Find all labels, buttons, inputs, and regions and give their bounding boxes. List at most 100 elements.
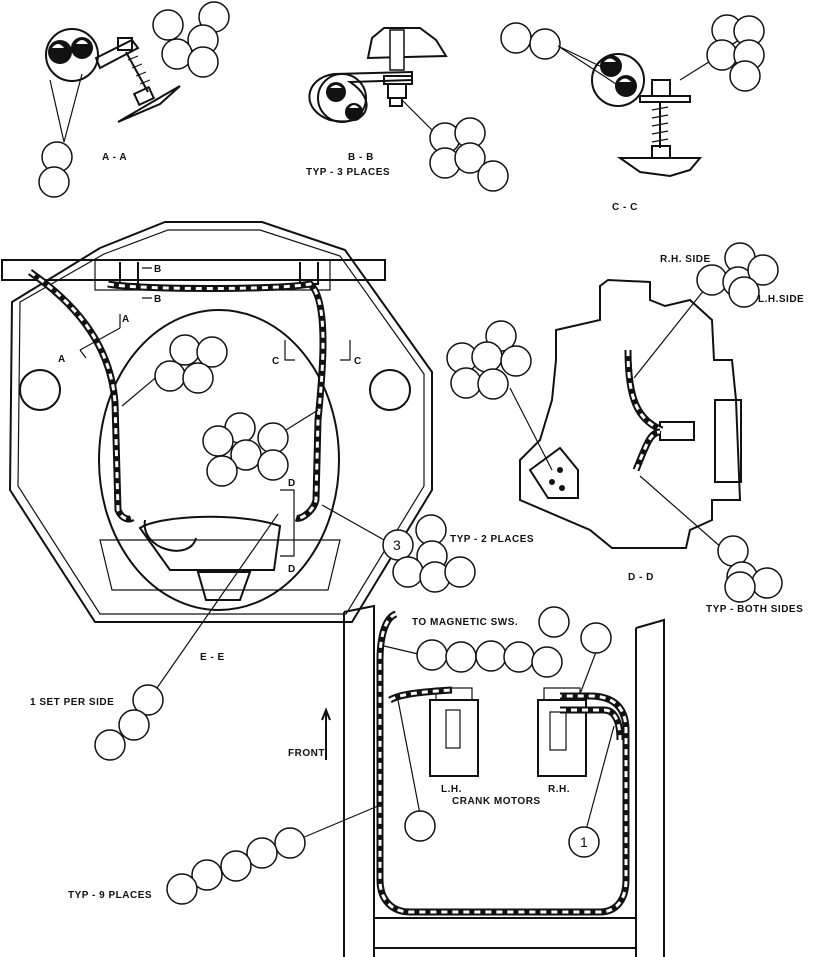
bolt-end	[389, 97, 403, 107]
side-port	[19, 369, 61, 411]
leader-line	[639, 475, 723, 549]
cable-section-dark	[326, 82, 346, 102]
leader-line	[397, 699, 421, 815]
detail-bb: B - B TYP - 3 PLACES	[306, 27, 509, 192]
callout-bubble	[724, 571, 756, 603]
callout-bubble	[445, 641, 477, 673]
callout-number-1: 1	[580, 834, 588, 850]
callout-bubble	[152, 9, 184, 41]
note-front: FRONT	[288, 748, 325, 759]
callout-bubble	[132, 684, 164, 716]
harness-left	[27, 269, 135, 523]
cable-section-dark	[615, 75, 637, 97]
leader-line	[509, 387, 553, 471]
typ-9-places-callout: TYP - 9 PLACES	[68, 805, 379, 905]
section-mark-a: A	[58, 354, 66, 365]
callout-bubble	[246, 837, 278, 869]
note-lh-side: L.H.SIDE	[758, 294, 804, 305]
callout-bubble	[706, 39, 738, 71]
housing-outline	[8, 221, 433, 623]
callout-bubble	[257, 422, 289, 454]
view-ee: A A B B C C D D E - E	[1, 221, 433, 663]
top-rail	[1, 259, 386, 281]
section-mark-b: B	[154, 264, 162, 275]
section-note-bb: TYP - 3 PLACES	[306, 167, 390, 178]
typ-2-places-callout: 3 TYP - 2 PLACES	[321, 504, 534, 593]
section-marker-b	[142, 267, 152, 299]
callout-bubble	[538, 606, 570, 638]
mounting-surface	[366, 27, 448, 60]
callout-bubble	[416, 639, 448, 671]
callout-bubble	[38, 166, 70, 198]
callout-bubble	[471, 341, 503, 373]
cross-member	[138, 515, 282, 571]
section-mark-d: D	[288, 478, 296, 489]
note-typ-both-sides: TYP - BOTH SIDES	[706, 604, 803, 615]
callout-bubble	[580, 622, 612, 654]
svg-text:B: B	[154, 294, 162, 305]
label-crank-motors: CRANK MOTORS	[452, 796, 541, 807]
callout-bubble	[220, 850, 252, 882]
label-lh: L.H.	[441, 784, 462, 795]
svg-text:C: C	[354, 356, 362, 367]
front-arrow: FRONT	[288, 707, 331, 760]
crank-motor-view: L.H. R.H. CRANK MOTORS TO MAGNETIC SWS. …	[343, 604, 665, 957]
mount-bracket	[528, 446, 579, 499]
callout-bubble	[191, 859, 223, 891]
callout-bubble	[529, 28, 561, 60]
callout-bubble	[454, 142, 486, 174]
callout-bubble	[477, 160, 509, 192]
leader-line	[121, 373, 161, 407]
section-marker-a	[79, 314, 121, 359]
side-port	[369, 369, 411, 411]
clamp-loop	[45, 28, 99, 82]
callout-bubble	[187, 46, 219, 78]
callout-bubble	[169, 334, 201, 366]
note-rh-side: R.H. SIDE	[660, 254, 711, 265]
bolt	[389, 29, 405, 71]
callout-number-3: 3	[393, 537, 401, 553]
mounting-surface	[117, 85, 181, 123]
leader-line	[585, 725, 615, 831]
callout-bubble	[444, 556, 476, 588]
detail-aa: A - A	[38, 1, 230, 198]
section-label-aa: A - A	[102, 152, 127, 163]
callout-bubble	[94, 729, 126, 761]
callout-bubble	[729, 60, 761, 92]
section-label-cc: C - C	[612, 202, 638, 213]
component-box	[659, 421, 695, 441]
leader-line	[321, 504, 385, 541]
callout-bubble	[475, 640, 507, 672]
right-frame-rail	[635, 618, 665, 957]
clamp-tab	[639, 95, 691, 103]
end-plate	[714, 399, 742, 483]
nut	[387, 83, 407, 99]
callout-bubble	[196, 336, 228, 368]
bracket-loop	[143, 519, 197, 552]
callout-bubble	[477, 368, 509, 400]
note-typ-9-places: TYP - 9 PLACES	[68, 890, 152, 901]
section-label-ee: E - E	[200, 652, 225, 663]
housing-inner	[17, 229, 425, 615]
svg-text:D: D	[288, 564, 296, 575]
leader-line	[679, 59, 713, 81]
leader-line	[301, 805, 379, 839]
sump	[196, 571, 252, 601]
left-frame-rail	[343, 604, 375, 957]
callout-bubble	[257, 449, 289, 481]
callout-bubble	[500, 22, 532, 54]
clamp-loop	[591, 53, 645, 107]
bolt-thread	[127, 55, 151, 85]
callout-bubble	[728, 276, 760, 308]
lh-crank-motor	[429, 699, 479, 777]
leader-line	[579, 651, 597, 695]
callout-bubble	[154, 360, 186, 392]
callout-bubble	[747, 254, 779, 286]
callout-bubble	[404, 810, 436, 842]
clamp-tab	[94, 38, 140, 70]
leader-line	[285, 409, 319, 431]
callout-bubble	[503, 641, 535, 673]
note-one-set-per-side: 1 SET PER SIDE	[30, 697, 114, 708]
cable-section-dark	[600, 55, 622, 77]
